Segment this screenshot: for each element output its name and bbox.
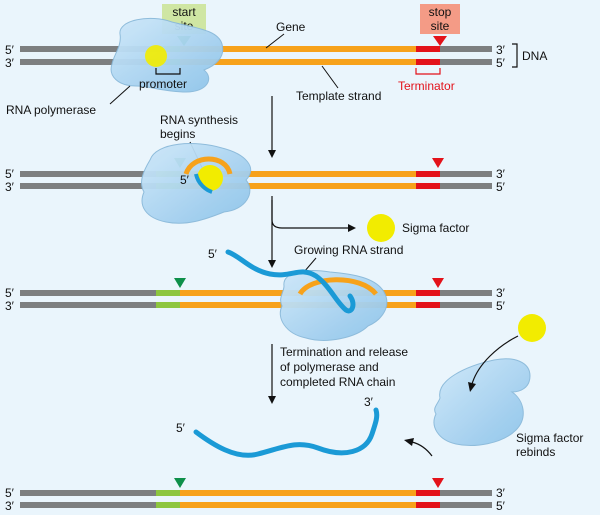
p4-bottom-3prime: 3′ [5,499,15,513]
step-arrow-2-head [268,260,276,268]
dna-label: DNA [522,49,547,63]
gene-label: Gene [276,20,306,34]
termination-label-2: of polymerase and [280,360,379,374]
completed-rna-chain [193,407,380,458]
rebind-arrow-head [468,382,476,392]
p4-bottom-5prime: 5′ [496,499,506,513]
p4-top-3prime: 3′ [496,486,506,500]
p1-top-3prime: 3′ [496,43,506,57]
dna-bubble-2 [183,156,233,176]
panel-2: RNA synthesis begins 5′ 5′ 3′ 3′ 5′ [5,113,506,242]
dna-bubble-3 [297,277,378,296]
sigma-factor-rebinding [518,314,546,342]
p3-top-3prime: 3′ [496,286,506,300]
rna-5prime-3: 5′ [208,247,218,261]
sigma-factor-free [367,214,395,242]
stop-site-label-2: site [431,19,450,33]
stop-site-label-1: stop [429,5,452,19]
promoter-bracket [155,68,181,75]
p2-bottom-5prime: 5′ [496,180,506,194]
rebind-arrow [471,335,519,385]
p3-top-5prime: 5′ [5,286,15,300]
rna-polymerase-pointer [109,85,131,105]
stop-site-box [420,4,460,34]
p3-bottom-5prime: 5′ [496,299,506,313]
rna-polymerase-shape-2 [141,143,252,224]
termination-label-3: completed RNA chain [280,375,395,389]
sigma-factor-label: Sigma factor [402,221,469,235]
p1-top-5prime: 5′ [5,43,15,57]
sigma-rebinds-label-2: rebinds [516,445,555,459]
rna-synthesis-label-2: begins [160,127,195,141]
p1-bottom-3prime: 3′ [5,56,15,70]
termination-label-1: Termination and release [280,345,408,359]
stop-marker-4 [432,478,444,488]
rna-polymerase-label: RNA polymerase [6,103,96,117]
step-arrow-3-head [268,396,276,404]
terminator-label: Terminator [398,79,455,93]
p2-top-3prime: 3′ [496,167,506,181]
growing-rna-strand [225,249,356,314]
dna-double-strand-1 [20,46,492,65]
growing-rna-label: Growing RNA strand [294,243,403,257]
rna-5prime-4: 5′ [176,421,186,435]
promoter-label: promoter [139,77,187,91]
start-marker-3 [174,278,186,288]
terminator-bracket [415,68,441,75]
start-marker-4 [174,478,186,488]
dna-double-strand-2 [20,171,492,189]
dna-bracket [512,43,518,68]
template-strand-pointer [321,65,339,89]
p2-bottom-3prime: 3′ [5,180,15,194]
rna-synthesis-label-1: RNA synthesis [160,113,238,127]
p3-bottom-3prime: 3′ [5,299,15,313]
rna-5prime-2: 5′ [180,173,190,187]
dna-double-strand-4 [20,490,492,508]
dna-double-strand-3 [20,290,492,308]
template-strand-label: Template strand [296,89,381,103]
p1-bottom-5prime: 5′ [496,56,506,70]
sigma-rebinds-label-1: Sigma factor [516,431,583,445]
gene-pointer [265,33,285,49]
sigma-release-arrow-head [348,224,356,232]
rna-3prime-4: 3′ [364,395,374,409]
stop-marker-2 [432,158,444,168]
p2-top-5prime: 5′ [5,167,15,181]
panel-1: start site stop site promoter Terminator [5,4,547,117]
stop-marker-3 [432,278,444,288]
return-arrow-head [404,438,414,446]
panel-4: 5′ 3′ Sigma factor rebinds 5′ 3′ 3′ 5′ [5,314,583,513]
step-arrow-1-head [268,150,276,158]
rna-polymerase-shape-4 [433,358,531,446]
return-arrow [411,441,433,457]
start-site-label-1: start [172,5,196,19]
rna-start-2 [194,173,213,194]
p4-top-5prime: 5′ [5,486,15,500]
sigma-factor-bound [145,45,167,67]
sigma-release-arrow [271,200,350,229]
panel-3: Growing RNA strand 5′ 5′ 3′ 3′ 5′ [5,243,506,341]
stop-marker [433,36,447,46]
